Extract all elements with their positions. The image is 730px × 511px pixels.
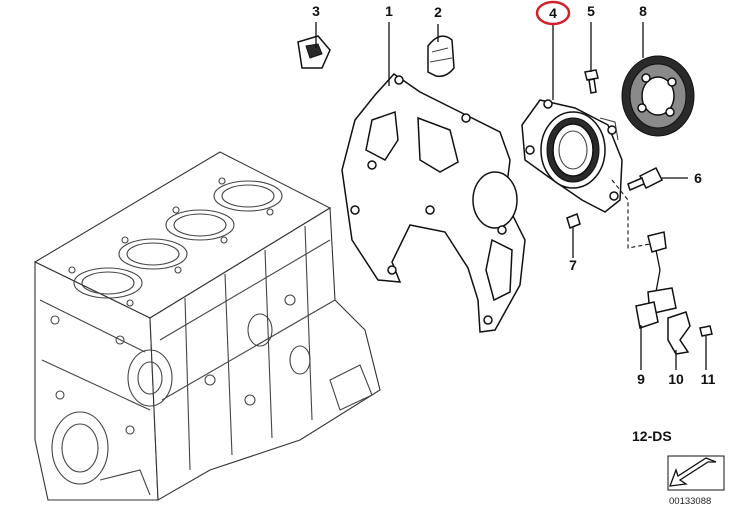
callout-3: 3 [312,3,320,19]
reference-number: 00133088 [669,496,711,507]
dowel-part-7 [566,212,581,230]
seal-housing-part-4 [521,99,623,213]
callout-5: 5 [587,3,595,19]
callout-1: 1 [385,3,393,19]
cap-part-3 [297,35,331,69]
callout-2: 2 [434,4,442,20]
plug-part-2 [427,35,455,78]
highlight-circle [535,0,571,26]
arrow-southwest-icon [669,457,717,487]
engine-block [33,151,381,501]
bolt-part-6 [627,166,664,192]
sensor-part-9 [635,231,677,329]
leader-lines [315,22,707,370]
callout-11: 11 [701,371,716,387]
screw-part-11 [699,325,713,337]
tone-wheel-part-8 [621,55,695,137]
callout-10: 10 [668,371,684,387]
callout-4: 4 [549,5,557,21]
bracket-part-10 [667,311,691,355]
gasket-part-1 [341,73,526,333]
diagram-code: 12-DS [632,428,672,444]
reference-box: 00133088 [667,455,725,507]
bolt-part-5 [584,69,599,94]
callout-6: 6 [694,170,702,186]
callout-9: 9 [637,371,645,387]
callout-8: 8 [639,3,647,19]
callout-7: 7 [569,257,577,273]
